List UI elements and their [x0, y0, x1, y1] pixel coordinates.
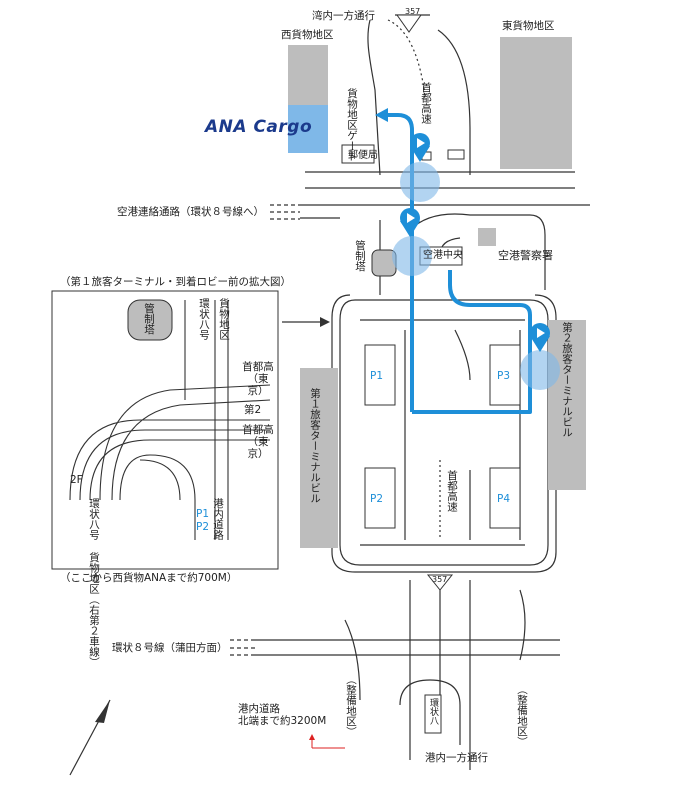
- arrow-right-icon: [282, 317, 330, 327]
- parking-p1-label: P1: [370, 370, 384, 382]
- post-office-label: 郵便局: [348, 150, 378, 161]
- location-pin-icon[interactable]: [530, 323, 550, 352]
- inset-left-col: 環状八号 貨物地区（右第２車線）: [88, 498, 100, 668]
- inset-p1: P1: [196, 508, 210, 520]
- ana-cargo-highlight: [288, 105, 328, 153]
- maintenance-right-label: （整備地区）: [516, 684, 528, 747]
- east-cargo-label: 東貨物地区: [502, 20, 555, 32]
- west-cargo-label: 西貨物地区: [281, 29, 334, 41]
- inset-shuto-2: 首都高（東京）: [242, 424, 274, 460]
- parking-p4-label: P4: [497, 493, 511, 505]
- parking-p2: [364, 467, 396, 529]
- parking-p2-label: P2: [370, 493, 384, 505]
- route-357-sign-top: [396, 14, 422, 33]
- police-label: 空港警察署: [498, 249, 553, 262]
- inset-cargo-label: 貨物地区: [218, 298, 230, 340]
- ana-cargo-logo: ANA Cargo: [205, 117, 313, 137]
- parking-p4: [489, 467, 521, 529]
- route-357-bottom: 357: [432, 575, 448, 584]
- east-cargo-building: [500, 37, 572, 169]
- inset-kanjo8-label: 環状八号: [198, 298, 210, 340]
- parking-p1: [364, 344, 396, 406]
- inset-p2: P2: [196, 521, 210, 533]
- parking-p3-label: P3: [497, 370, 511, 382]
- shuto-upper-label: 首都高速: [420, 82, 432, 124]
- terminal2-building: [548, 320, 586, 490]
- terminal1-label: 第１旅客ターミナルビル: [309, 388, 321, 504]
- top-one-way-label: 湾内一方通行: [312, 10, 375, 22]
- port-road-north-label: 港内道路 北端まで約3200M: [238, 703, 327, 727]
- inset-title: （第１旅客ターミナル・到着ロビー前の拡大図）: [60, 276, 291, 288]
- shuto-lower-label: 首都高速: [446, 470, 458, 512]
- terminal1-building: [300, 368, 338, 548]
- kanpachi-box: [424, 694, 442, 734]
- location-pin-icon[interactable]: [400, 208, 420, 237]
- inset-tower-label: 管制塔: [143, 303, 155, 335]
- kanpachi-box-label: 環状八: [428, 698, 438, 725]
- inset-footer: （ここから西貨物ANAまで約700M）: [60, 572, 238, 584]
- inset-port-road: 港内道路: [212, 498, 224, 540]
- police-square: [478, 228, 496, 246]
- location-pin-icon[interactable]: [410, 133, 430, 162]
- terminal2-label: 第２旅客ターミナルビル: [561, 322, 573, 438]
- inset-shuto-1: 首都高（東京）: [242, 361, 274, 397]
- control-tower-label: 管制塔: [354, 240, 366, 272]
- route-357-sign-bottom: [426, 574, 454, 591]
- kanpachi-haneda-label: 環状８号線（蒲田方面）: [112, 642, 228, 654]
- airport-link-label: 空港連絡通路（環状８号線へ）: [117, 206, 264, 218]
- airport-center-label: 空港中央: [423, 250, 463, 261]
- bottom-one-way-label: 港内一方通行: [425, 752, 488, 764]
- maintenance-left-label: （整備地区）: [345, 674, 357, 737]
- parking-p3: [489, 344, 521, 406]
- inset-second: 第2: [244, 404, 262, 416]
- inset-2f: 2F: [70, 474, 83, 486]
- cargo-gate-label: 貨物地区ゲート: [346, 88, 358, 162]
- north-arrow-icon: [69, 699, 111, 776]
- route-357-top: 357: [405, 7, 421, 16]
- post-office-box: [341, 144, 375, 164]
